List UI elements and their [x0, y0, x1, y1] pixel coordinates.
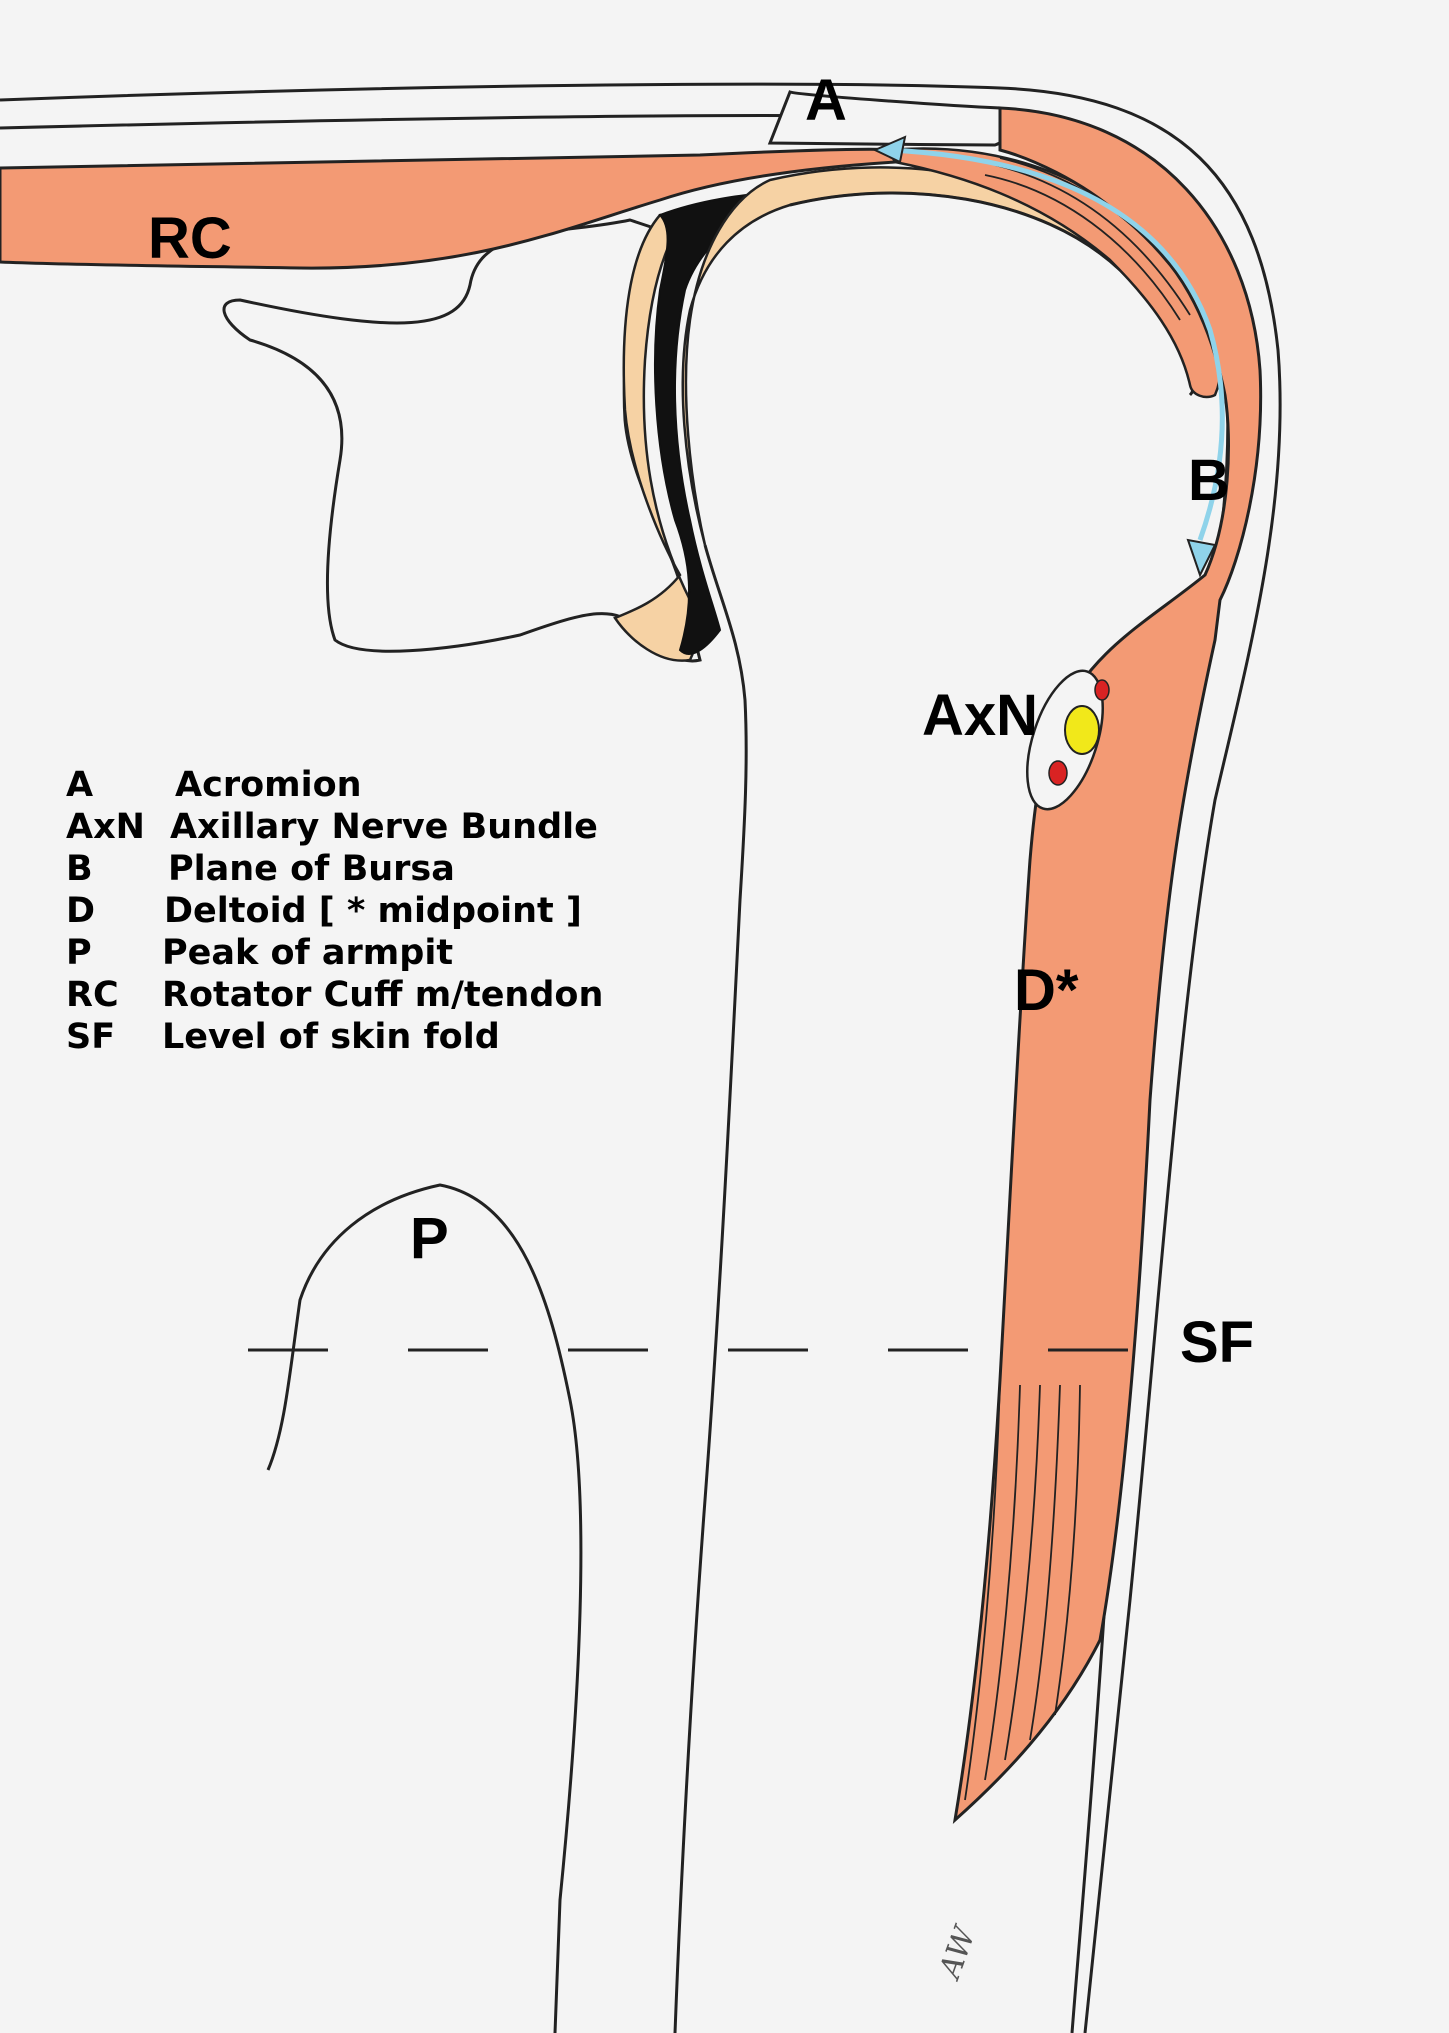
deltoid-muscle — [952, 106, 1263, 1824]
glenoid-cartilage — [613, 208, 697, 662]
label-axn: AxN — [922, 683, 1038, 748]
label-b: B — [1188, 448, 1230, 513]
legend-text: Rotator Cuff m/tendon — [162, 975, 603, 1015]
bursa-arrow-path — [889, 147, 1225, 541]
cuff-tendon-fibres — [984, 151, 1206, 321]
axillary-nerve — [1064, 705, 1100, 755]
legend-code: P — [66, 933, 92, 973]
legend-text: Axillary Nerve Bundle — [170, 807, 598, 847]
legend-code: B — [66, 849, 93, 889]
legend-text: Plane of Bursa — [168, 849, 455, 889]
legend-text: Level of skin fold — [162, 1017, 500, 1057]
label-a: A — [805, 68, 847, 133]
label-sf: SF — [1180, 1310, 1254, 1375]
bursa-arrowhead-bottom — [1186, 538, 1217, 578]
legend-text: Deltoid [ * midpoint ] — [164, 891, 582, 931]
legend-text: Acromion — [175, 765, 362, 805]
armpit-outline — [266, 1183, 583, 2033]
label-p: P — [410, 1206, 449, 1271]
rotator-cuff — [0, 147, 898, 270]
legend-code: AxN — [66, 807, 145, 847]
bursa-arrowhead-top — [872, 135, 907, 164]
legend-code: A — [66, 765, 93, 805]
legend-code: D — [66, 891, 95, 931]
legend: A Acromion AxN Axillary Nerve Bundle B P… — [66, 765, 603, 1057]
axillary-vessel-lower — [1048, 760, 1068, 786]
label-rc: RC — [148, 206, 232, 271]
artist-signature: AW — [932, 1921, 984, 1986]
axillary-vessel-upper — [1094, 679, 1110, 701]
legend-text: Peak of armpit — [162, 933, 453, 973]
legend-code: SF — [66, 1017, 115, 1057]
label-d: D* — [1014, 958, 1079, 1023]
deltoid-fibres — [964, 1379, 1081, 1801]
skin-outline — [0, 82, 1282, 2033]
legend-code: RC — [66, 975, 119, 1015]
